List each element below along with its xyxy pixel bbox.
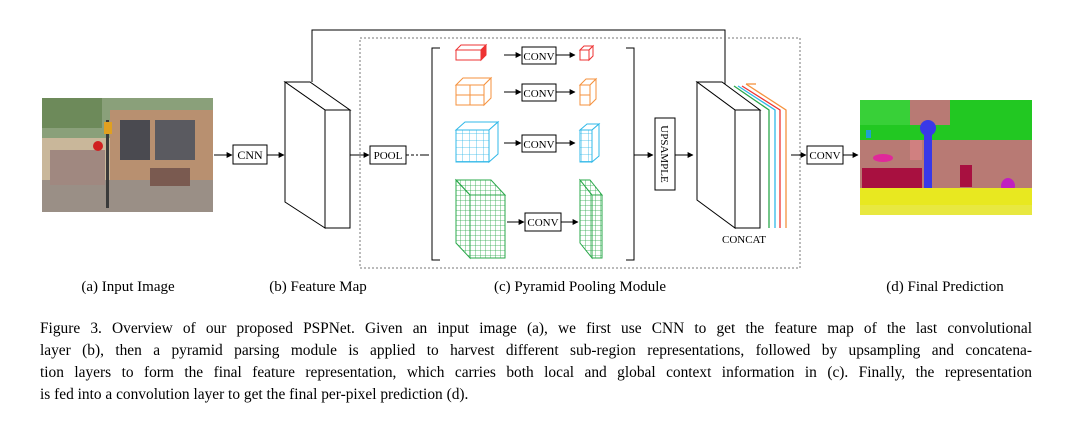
subcaption-d: (d) Final Prediction bbox=[886, 279, 1004, 295]
conv-label-2: CONV bbox=[523, 88, 554, 100]
pspnet-diagram: CNN POOL CONV CONV bbox=[42, 29, 1032, 295]
caption-line-3: tion layers to form the final feature re… bbox=[40, 364, 1032, 381]
subcaption-b: (b) Feature Map bbox=[269, 279, 366, 295]
conv-label-3: CONV bbox=[523, 139, 554, 151]
conv-out-2 bbox=[578, 77, 598, 107]
upsample-label: UPSAMPLE bbox=[658, 125, 670, 183]
feature-map-block bbox=[283, 81, 352, 229]
figure-caption: Figure 3. Overview of our proposed PSPNe… bbox=[40, 318, 1032, 406]
left-bracket bbox=[431, 47, 440, 261]
pyramid-module-box bbox=[359, 37, 801, 269]
pool-label: POOL bbox=[374, 150, 403, 162]
right-bracket bbox=[626, 47, 635, 261]
concat-block bbox=[695, 81, 787, 229]
pool-level-1 bbox=[454, 43, 488, 62]
pool-level-4 bbox=[454, 178, 507, 260]
upsample-box bbox=[654, 117, 676, 191]
conv-out-3 bbox=[578, 122, 601, 164]
conv-label-4: CONV bbox=[527, 217, 558, 229]
conv-out-4 bbox=[578, 178, 604, 260]
caption-line-4: is fed into a convolution layer to get t… bbox=[40, 386, 469, 403]
pool-level-2 bbox=[454, 76, 493, 107]
conv-out-1 bbox=[578, 44, 595, 62]
skip-connection bbox=[311, 29, 728, 98]
concat-label: CONCAT bbox=[722, 234, 766, 246]
conv-label-1: CONV bbox=[523, 51, 554, 63]
caption-line-2: layer (b), then a pyramid parsing module… bbox=[40, 342, 1032, 359]
cnn-label: CNN bbox=[237, 148, 263, 162]
caption-line-1: Figure 3. Overview of our proposed PSPNe… bbox=[40, 320, 1032, 337]
input-image bbox=[42, 98, 213, 212]
pool-level-3 bbox=[454, 120, 500, 164]
subcaption-c: (c) Pyramid Pooling Module bbox=[494, 279, 666, 295]
final-prediction-image bbox=[860, 100, 1032, 215]
subcaption-a: (a) Input Image bbox=[81, 279, 175, 295]
final-conv-label: CONV bbox=[809, 150, 840, 162]
